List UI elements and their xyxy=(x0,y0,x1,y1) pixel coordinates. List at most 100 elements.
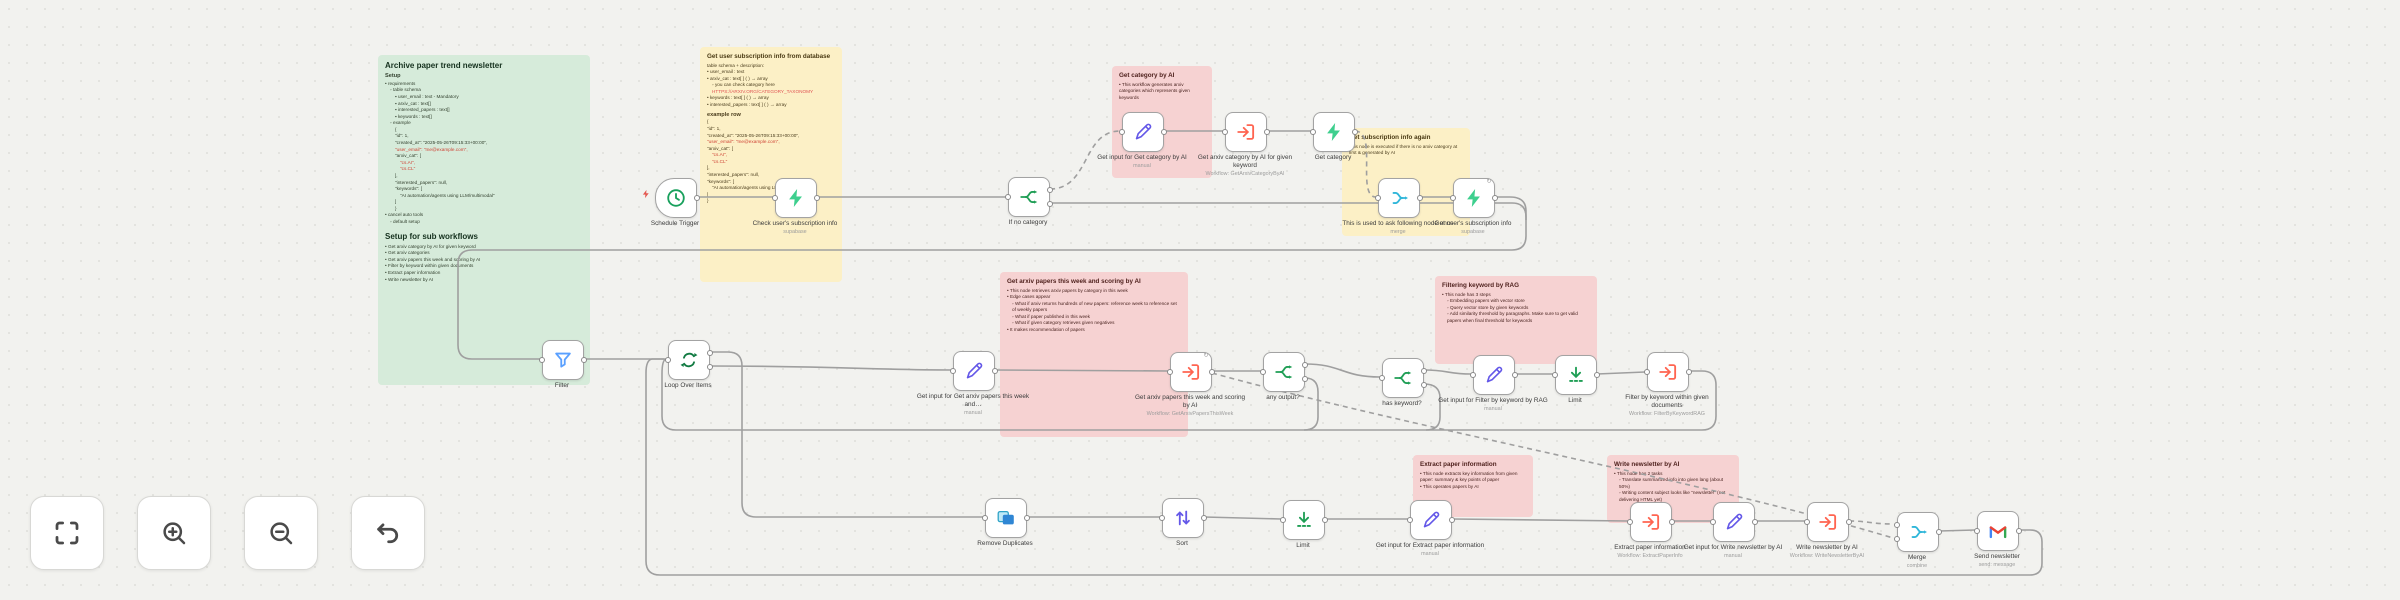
input-port[interactable] xyxy=(1406,516,1414,524)
output-port[interactable] xyxy=(706,363,714,371)
output-port[interactable] xyxy=(580,356,588,364)
input-port[interactable] xyxy=(1378,374,1386,382)
input-port[interactable] xyxy=(538,356,546,364)
output-port[interactable] xyxy=(1023,514,1031,522)
node-get-input-write-newsletter[interactable] xyxy=(1709,502,1759,542)
input-port[interactable] xyxy=(1893,535,1901,543)
node-label: any output? xyxy=(1225,394,1341,402)
node-get-input-extract-paper[interactable] xyxy=(1406,500,1456,540)
node-any-output[interactable] xyxy=(1259,352,1309,392)
node-sort[interactable] xyxy=(1158,498,1208,538)
output-port[interactable] xyxy=(1448,516,1456,524)
input-port[interactable] xyxy=(1004,193,1012,201)
input-port[interactable] xyxy=(1469,371,1477,379)
input-port[interactable] xyxy=(1158,514,1166,522)
input-port[interactable] xyxy=(771,194,779,202)
input-port[interactable] xyxy=(1166,368,1174,376)
note-line: { xyxy=(395,126,397,132)
node-label-text: Get input for Filter by keyword by RAG xyxy=(1438,397,1548,404)
undo-button[interactable] xyxy=(351,496,425,570)
output-port[interactable] xyxy=(1416,194,1424,202)
output-port[interactable] xyxy=(693,194,701,202)
input-port[interactable] xyxy=(1309,128,1317,136)
node-if-no-category[interactable] xyxy=(1004,177,1054,217)
node-loop-over-items[interactable] xyxy=(664,340,714,380)
output-port[interactable] xyxy=(1593,371,1601,379)
output-port[interactable] xyxy=(1160,128,1168,136)
sticky-note-extract-paper-information-note[interactable]: Extract paper information• This node ext… xyxy=(1413,455,1533,517)
exec-workflow-icon xyxy=(1180,361,1202,383)
node-get-arxiv-papers-scoring[interactable]: ↻ xyxy=(1166,352,1216,392)
node-remove-duplicates[interactable] xyxy=(981,498,1031,538)
input-port[interactable] xyxy=(1279,516,1287,524)
output-port[interactable] xyxy=(1935,528,1943,536)
input-port[interactable] xyxy=(1118,128,1126,136)
output-port[interactable] xyxy=(1668,518,1676,526)
output-port[interactable] xyxy=(706,349,714,357)
node-limit-2[interactable] xyxy=(1279,500,1329,540)
input-port[interactable] xyxy=(1221,128,1229,136)
node-filter-by-keyword-rag[interactable] xyxy=(1643,352,1693,392)
output-port[interactable] xyxy=(1420,381,1428,389)
node-get-input-filter-keyword[interactable] xyxy=(1469,355,1519,395)
output-port[interactable] xyxy=(1420,367,1428,375)
node-get-input-for-get-category[interactable] xyxy=(1118,112,1168,152)
zoom-out-button[interactable] xyxy=(244,496,318,570)
output-port[interactable] xyxy=(1208,368,1216,376)
sticky-note-get-user-subscription-info-from-database[interactable]: Get user subscription info from database… xyxy=(700,47,842,282)
node-merge[interactable] xyxy=(1893,512,1943,552)
output-port[interactable] xyxy=(2015,527,2023,535)
input-port[interactable] xyxy=(1626,518,1634,526)
node-label-text: Sort xyxy=(1176,540,1188,547)
node-get-arxiv-category-by-ai[interactable] xyxy=(1221,112,1271,152)
input-port[interactable] xyxy=(1803,518,1811,526)
node-has-keyword[interactable] xyxy=(1378,358,1428,398)
node-filter[interactable] xyxy=(538,340,588,380)
output-port[interactable] xyxy=(1301,375,1309,383)
input-port[interactable] xyxy=(981,514,989,522)
input-port[interactable] xyxy=(1893,521,1901,529)
input-port[interactable] xyxy=(1551,371,1559,379)
node-write-newsletter-by-ai[interactable] xyxy=(1803,502,1853,542)
input-port[interactable] xyxy=(1643,368,1651,376)
node-get-input-for-arxiv-papers[interactable] xyxy=(949,351,999,391)
node-send-newsletter[interactable] xyxy=(1973,511,2023,551)
node-check-user-subscription[interactable] xyxy=(771,178,821,218)
input-port[interactable] xyxy=(1973,527,1981,535)
node-extract-paper-information[interactable] xyxy=(1626,502,1676,542)
edit-pencil-icon xyxy=(963,360,985,382)
trigger-bolt-icon[interactable] xyxy=(641,187,651,201)
output-port[interactable] xyxy=(1046,186,1054,194)
sticky-note-get-arxiv-papers-this-week[interactable]: Get arxiv papers this week and scoring b… xyxy=(1000,272,1188,437)
note-line: "cs.AI", xyxy=(712,152,728,158)
sticky-note-filtering-keyword-by-rag[interactable]: Filtering keyword by RAG• This node has … xyxy=(1435,276,1597,364)
node-get-category[interactable] xyxy=(1309,112,1359,152)
output-port[interactable] xyxy=(813,194,821,202)
node-schedule-trigger[interactable] xyxy=(655,178,701,218)
output-port[interactable] xyxy=(1511,371,1519,379)
output-port[interactable] xyxy=(1351,128,1359,136)
output-port[interactable] xyxy=(1751,518,1759,526)
input-port[interactable] xyxy=(1259,368,1267,376)
input-port[interactable] xyxy=(1374,194,1382,202)
output-port[interactable] xyxy=(1491,194,1499,202)
output-port[interactable] xyxy=(1200,514,1208,522)
input-port[interactable] xyxy=(1449,194,1457,202)
input-port[interactable] xyxy=(1709,518,1717,526)
fit-view-button[interactable] xyxy=(30,496,104,570)
output-port[interactable] xyxy=(991,367,999,375)
output-port[interactable] xyxy=(1321,516,1329,524)
output-port[interactable] xyxy=(1685,368,1693,376)
node-get-user-subscription-info[interactable]: ↻ xyxy=(1449,178,1499,218)
output-port[interactable] xyxy=(1046,200,1054,208)
output-port[interactable] xyxy=(1845,518,1853,526)
input-port[interactable] xyxy=(664,356,672,364)
output-port[interactable] xyxy=(1301,361,1309,369)
node-ask-following-node-once[interactable] xyxy=(1374,178,1424,218)
output-port[interactable] xyxy=(1263,128,1271,136)
node-limit[interactable] xyxy=(1551,355,1601,395)
zoom-in-button[interactable] xyxy=(137,496,211,570)
input-port[interactable] xyxy=(949,367,957,375)
